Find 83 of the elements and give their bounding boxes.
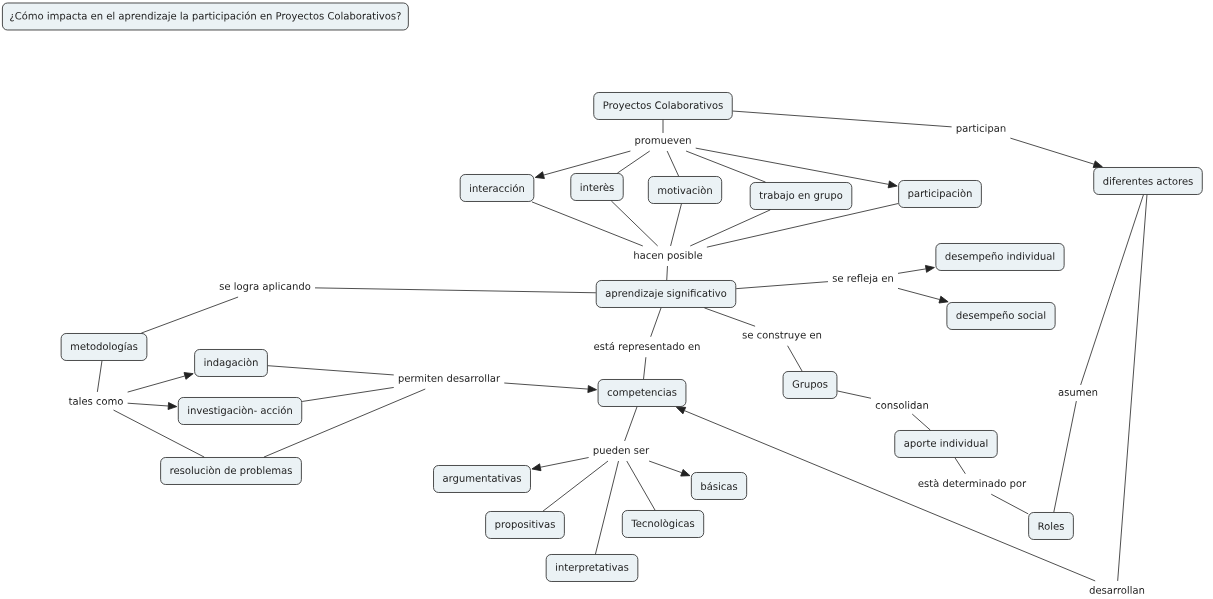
concept-box: Roles [1028, 512, 1074, 540]
concept-box: aprendizaje significativo [595, 280, 737, 308]
linking-phrase: desarrollan [1089, 586, 1145, 594]
connector-line [595, 460, 619, 555]
connector-line [704, 307, 756, 327]
concept-box: Proyectos Colaborativos [593, 92, 733, 120]
concept-box: básicas [690, 472, 748, 500]
connector-line [735, 281, 829, 290]
connector-line [670, 203, 682, 247]
linking-phrase: hacen posible [634, 251, 703, 261]
linking-phrase: pueden ser [593, 446, 650, 456]
connector-line [301, 387, 395, 402]
connector-line [666, 150, 680, 177]
linking-phrase: permiten desarrollar [398, 374, 501, 384]
arrow [897, 265, 935, 274]
linking-phrase: asumen [1058, 390, 1098, 396]
concept-box: metodologías [60, 333, 148, 361]
concept-box: diferentes actores [1093, 167, 1203, 195]
connector-line [531, 201, 644, 247]
connector-line [96, 360, 103, 393]
connector-line [610, 200, 659, 247]
concept-box: interacción [459, 174, 535, 202]
connector-line [113, 409, 205, 458]
connector-line [666, 265, 668, 281]
concept-box: investigaciòn- acción [177, 397, 303, 425]
connector-line [140, 296, 239, 334]
connector-line [650, 307, 662, 338]
connector-line [836, 390, 872, 399]
concept-box: motivaciòn [647, 176, 723, 204]
linking-phrase: se refleja en [832, 274, 893, 284]
linking-phrase: promueven [635, 138, 691, 146]
concept-box: desempeño social [946, 302, 1056, 330]
connector-line [1053, 400, 1077, 513]
concept-box: Grupos [782, 371, 838, 399]
linking-phrase: se logra aplicando [219, 282, 311, 292]
concept-box: desempeño individual [935, 243, 1065, 271]
arrow [897, 287, 949, 304]
concept-box: Tecnològicas [621, 510, 705, 538]
connector-line [954, 457, 966, 475]
connector-line [314, 287, 597, 294]
concept-box: interpretativas [545, 554, 639, 582]
arrow [531, 457, 590, 472]
connector-line [706, 203, 899, 248]
connector-line [542, 460, 609, 512]
arrow [1010, 137, 1103, 168]
connector-line [1117, 194, 1148, 582]
title-box: ¿Cómo impacta en el aprendizaje la participación en Proyectos Colaborativos? [2, 2, 409, 31]
arrow [503, 382, 597, 393]
connector-line [617, 150, 651, 174]
connector-line [1080, 194, 1144, 386]
concept-box: interès [570, 173, 624, 201]
arrow [695, 147, 898, 189]
connector-line [990, 493, 1029, 515]
concept-box: competencias [597, 379, 687, 407]
concept-box: propositivas [485, 511, 565, 539]
linking-phrase: se construye en [742, 331, 822, 341]
concept-box: participaciòn [898, 180, 982, 208]
concept-box: aporte individual [894, 430, 998, 458]
concept-box: argumentativas [433, 465, 531, 493]
linking-phrase: participan [956, 124, 1006, 134]
connector-line [787, 345, 803, 372]
concept-box: indagaciòn [194, 349, 268, 377]
connector-line [911, 413, 931, 431]
connector-line [662, 119, 664, 134]
connector-line [643, 356, 647, 380]
connector-line [626, 460, 656, 511]
connector-line [263, 388, 426, 458]
arrow [127, 402, 178, 410]
concept-box: trabajo en grupo [749, 182, 853, 210]
concept-box: resoluciòn de problemas [160, 457, 302, 485]
linking-phrase: està determinado por [918, 478, 1027, 490]
arrow [676, 406, 1096, 582]
connector-line [685, 150, 766, 183]
linking-phrase: está representado en [594, 341, 700, 353]
arrow [127, 372, 194, 393]
connector-line [689, 209, 771, 247]
linking-phrase: tales como [68, 397, 123, 405]
arrow [648, 460, 691, 477]
connector-line [267, 365, 395, 376]
connector-line [624, 406, 638, 442]
arrow [534, 150, 631, 179]
linking-phrase: consolidan [875, 401, 928, 409]
connector-line [732, 110, 952, 128]
